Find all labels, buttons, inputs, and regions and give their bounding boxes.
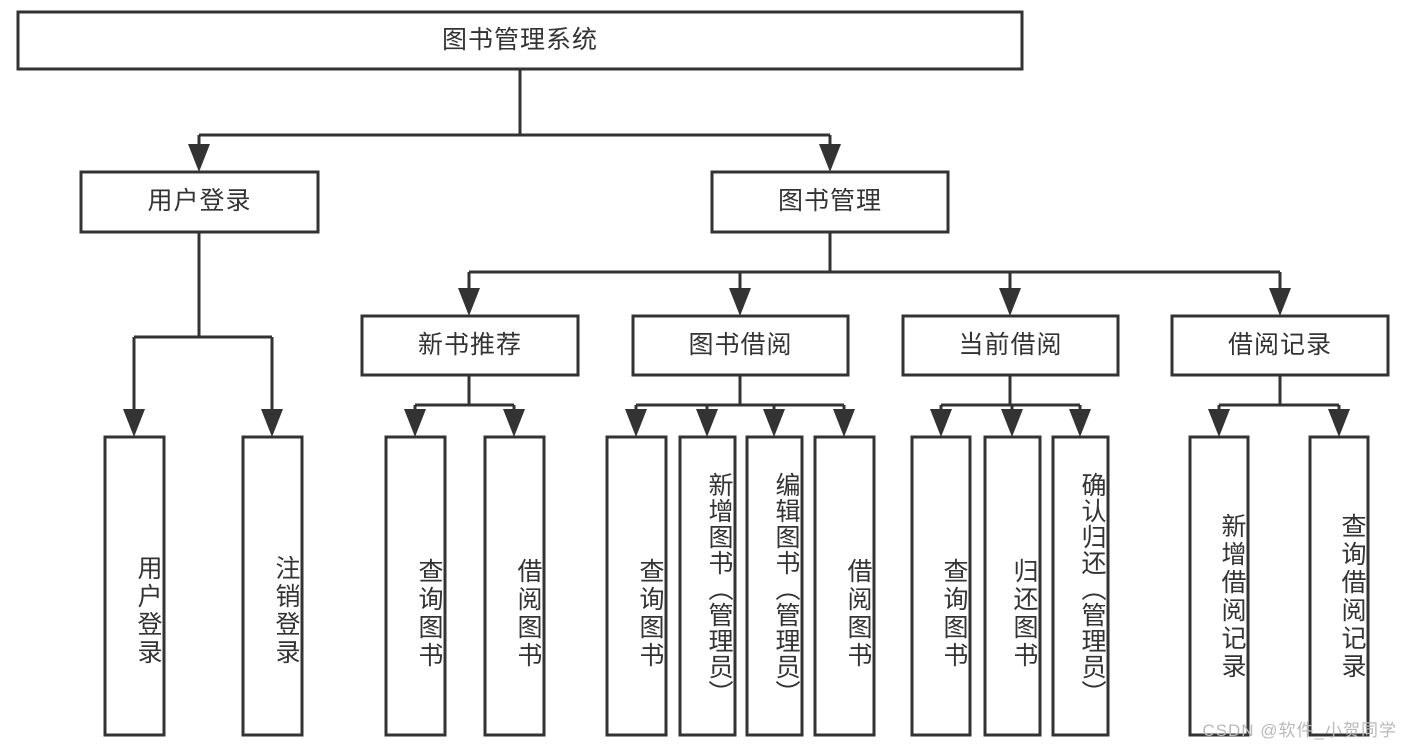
arrow-icon [1328,409,1350,437]
watermark: CSDN @软件_小贺同学 [1202,721,1397,740]
node-user-login-box [79,170,320,234]
leaf-box [813,435,876,737]
arrow-icon [696,409,718,437]
arrow-icon [1269,288,1291,316]
leaf-box [384,435,447,737]
leaf-box [103,435,166,737]
arrow-icon [188,144,210,172]
arrow-icon [625,409,647,437]
arrow-icon [1001,409,1023,437]
leaf-box [241,435,304,737]
arrow-icon [458,288,480,316]
arrow-icon [1069,409,1091,437]
leaf-box [483,435,546,737]
arrow-icon [819,144,841,172]
arrow-icon [1208,409,1230,437]
node-root-box [16,10,1024,71]
leaf-box [678,435,737,737]
arrow-icon [930,409,952,437]
leaf-box [1308,435,1370,737]
arrow-icon [729,288,751,316]
leaf-box [745,435,804,737]
arrow-icon [404,409,426,437]
node-current-box [901,314,1120,377]
arrow-icon [763,409,785,437]
node-record-box [1170,314,1390,377]
leaf-box [1188,435,1250,737]
leaf-box [1051,435,1110,737]
arrow-icon [503,409,525,437]
node-book-mgmt-box [710,170,950,234]
arrow-icon [999,288,1021,316]
leaf-box [910,435,972,737]
arrow-icon [123,409,145,437]
arrow-icon [833,409,855,437]
leaf-box [983,435,1042,737]
arrow-icon [261,409,283,437]
leaf-box [605,435,668,737]
node-borrow-box [631,314,850,377]
node-new-book-box [360,314,580,377]
